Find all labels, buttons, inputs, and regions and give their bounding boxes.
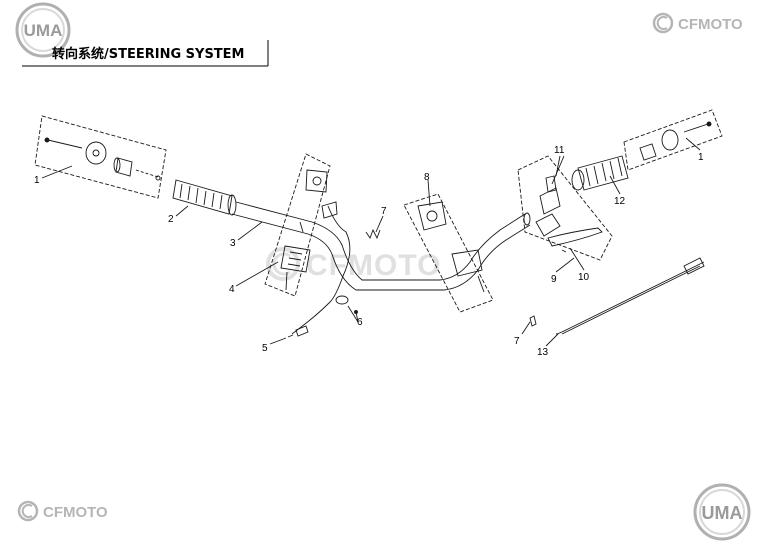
uma-logo-text: UMA xyxy=(702,503,743,523)
callout-labels: 1 2 3 4 5 6 7 8 9 10 11 12 13 1 7 xyxy=(34,145,704,358)
cfmoto-logo-top-right: CFMOTO xyxy=(652,12,743,34)
page-title: 转向系统/STEERING SYSTEM xyxy=(52,46,245,62)
callout-label: 11 xyxy=(554,145,565,156)
callout-label: 6 xyxy=(357,317,363,328)
uma-logo-text: UMA xyxy=(24,21,63,40)
right-bar-end-group-outline xyxy=(623,109,723,171)
throttle-cable-icon xyxy=(555,261,705,335)
cfmoto-logo-text: CFMOTO xyxy=(678,16,743,33)
cfmoto-logo-text: CFMOTO xyxy=(43,504,108,521)
switch-housing-upper-icon xyxy=(305,169,328,193)
cfmoto-logo-bottom-left: CFMOTO xyxy=(17,500,108,522)
choke-cable-icon xyxy=(291,205,351,335)
throttle-housing-upper-icon xyxy=(417,201,447,231)
uma-logo-bottom-right: UMA xyxy=(693,483,751,541)
right-grip-icon xyxy=(571,155,629,191)
left-grip-icon xyxy=(172,179,237,216)
callout-label: 7 xyxy=(381,206,387,217)
master-cylinder-icon xyxy=(539,187,561,215)
bar-end-weight-icon xyxy=(85,141,107,165)
callout-label: 10 xyxy=(578,272,590,283)
throttle-housing-group-outline xyxy=(403,193,494,313)
watermark-text: CFMOTO xyxy=(306,249,441,282)
callout-label: 12 xyxy=(614,196,626,207)
callout-label: 7 xyxy=(514,336,520,347)
brake-lever-icon xyxy=(547,227,603,247)
callout-label: 13 xyxy=(537,347,549,358)
diagram-parts xyxy=(34,109,723,347)
callout-label: 9 xyxy=(551,274,557,285)
callout-label: 1 xyxy=(34,175,40,186)
throttle-housing-lower-icon xyxy=(451,249,483,277)
callout-label: 3 xyxy=(230,238,236,249)
cfmoto-watermark: CFMOTO xyxy=(266,247,441,282)
callout-label: 2 xyxy=(168,214,174,225)
left-bar-end-group-outline xyxy=(34,115,167,199)
bar-end-screw-icon xyxy=(47,139,83,149)
callout-label: 5 xyxy=(262,343,268,354)
bar-end-sleeve-icon xyxy=(115,157,133,177)
callout-label: 4 xyxy=(229,284,235,295)
callout-label: 1 xyxy=(698,152,704,163)
switch-housing-lower-icon xyxy=(280,245,311,273)
callout-label: 8 xyxy=(424,172,430,183)
bar-end-weight-icon xyxy=(661,129,679,151)
brake-lever-group-outline xyxy=(517,155,613,261)
spring-icon xyxy=(365,228,381,240)
title-box: 转向系统/STEERING SYSTEM xyxy=(22,40,269,67)
uma-logo-top-left: UMA xyxy=(15,2,71,58)
